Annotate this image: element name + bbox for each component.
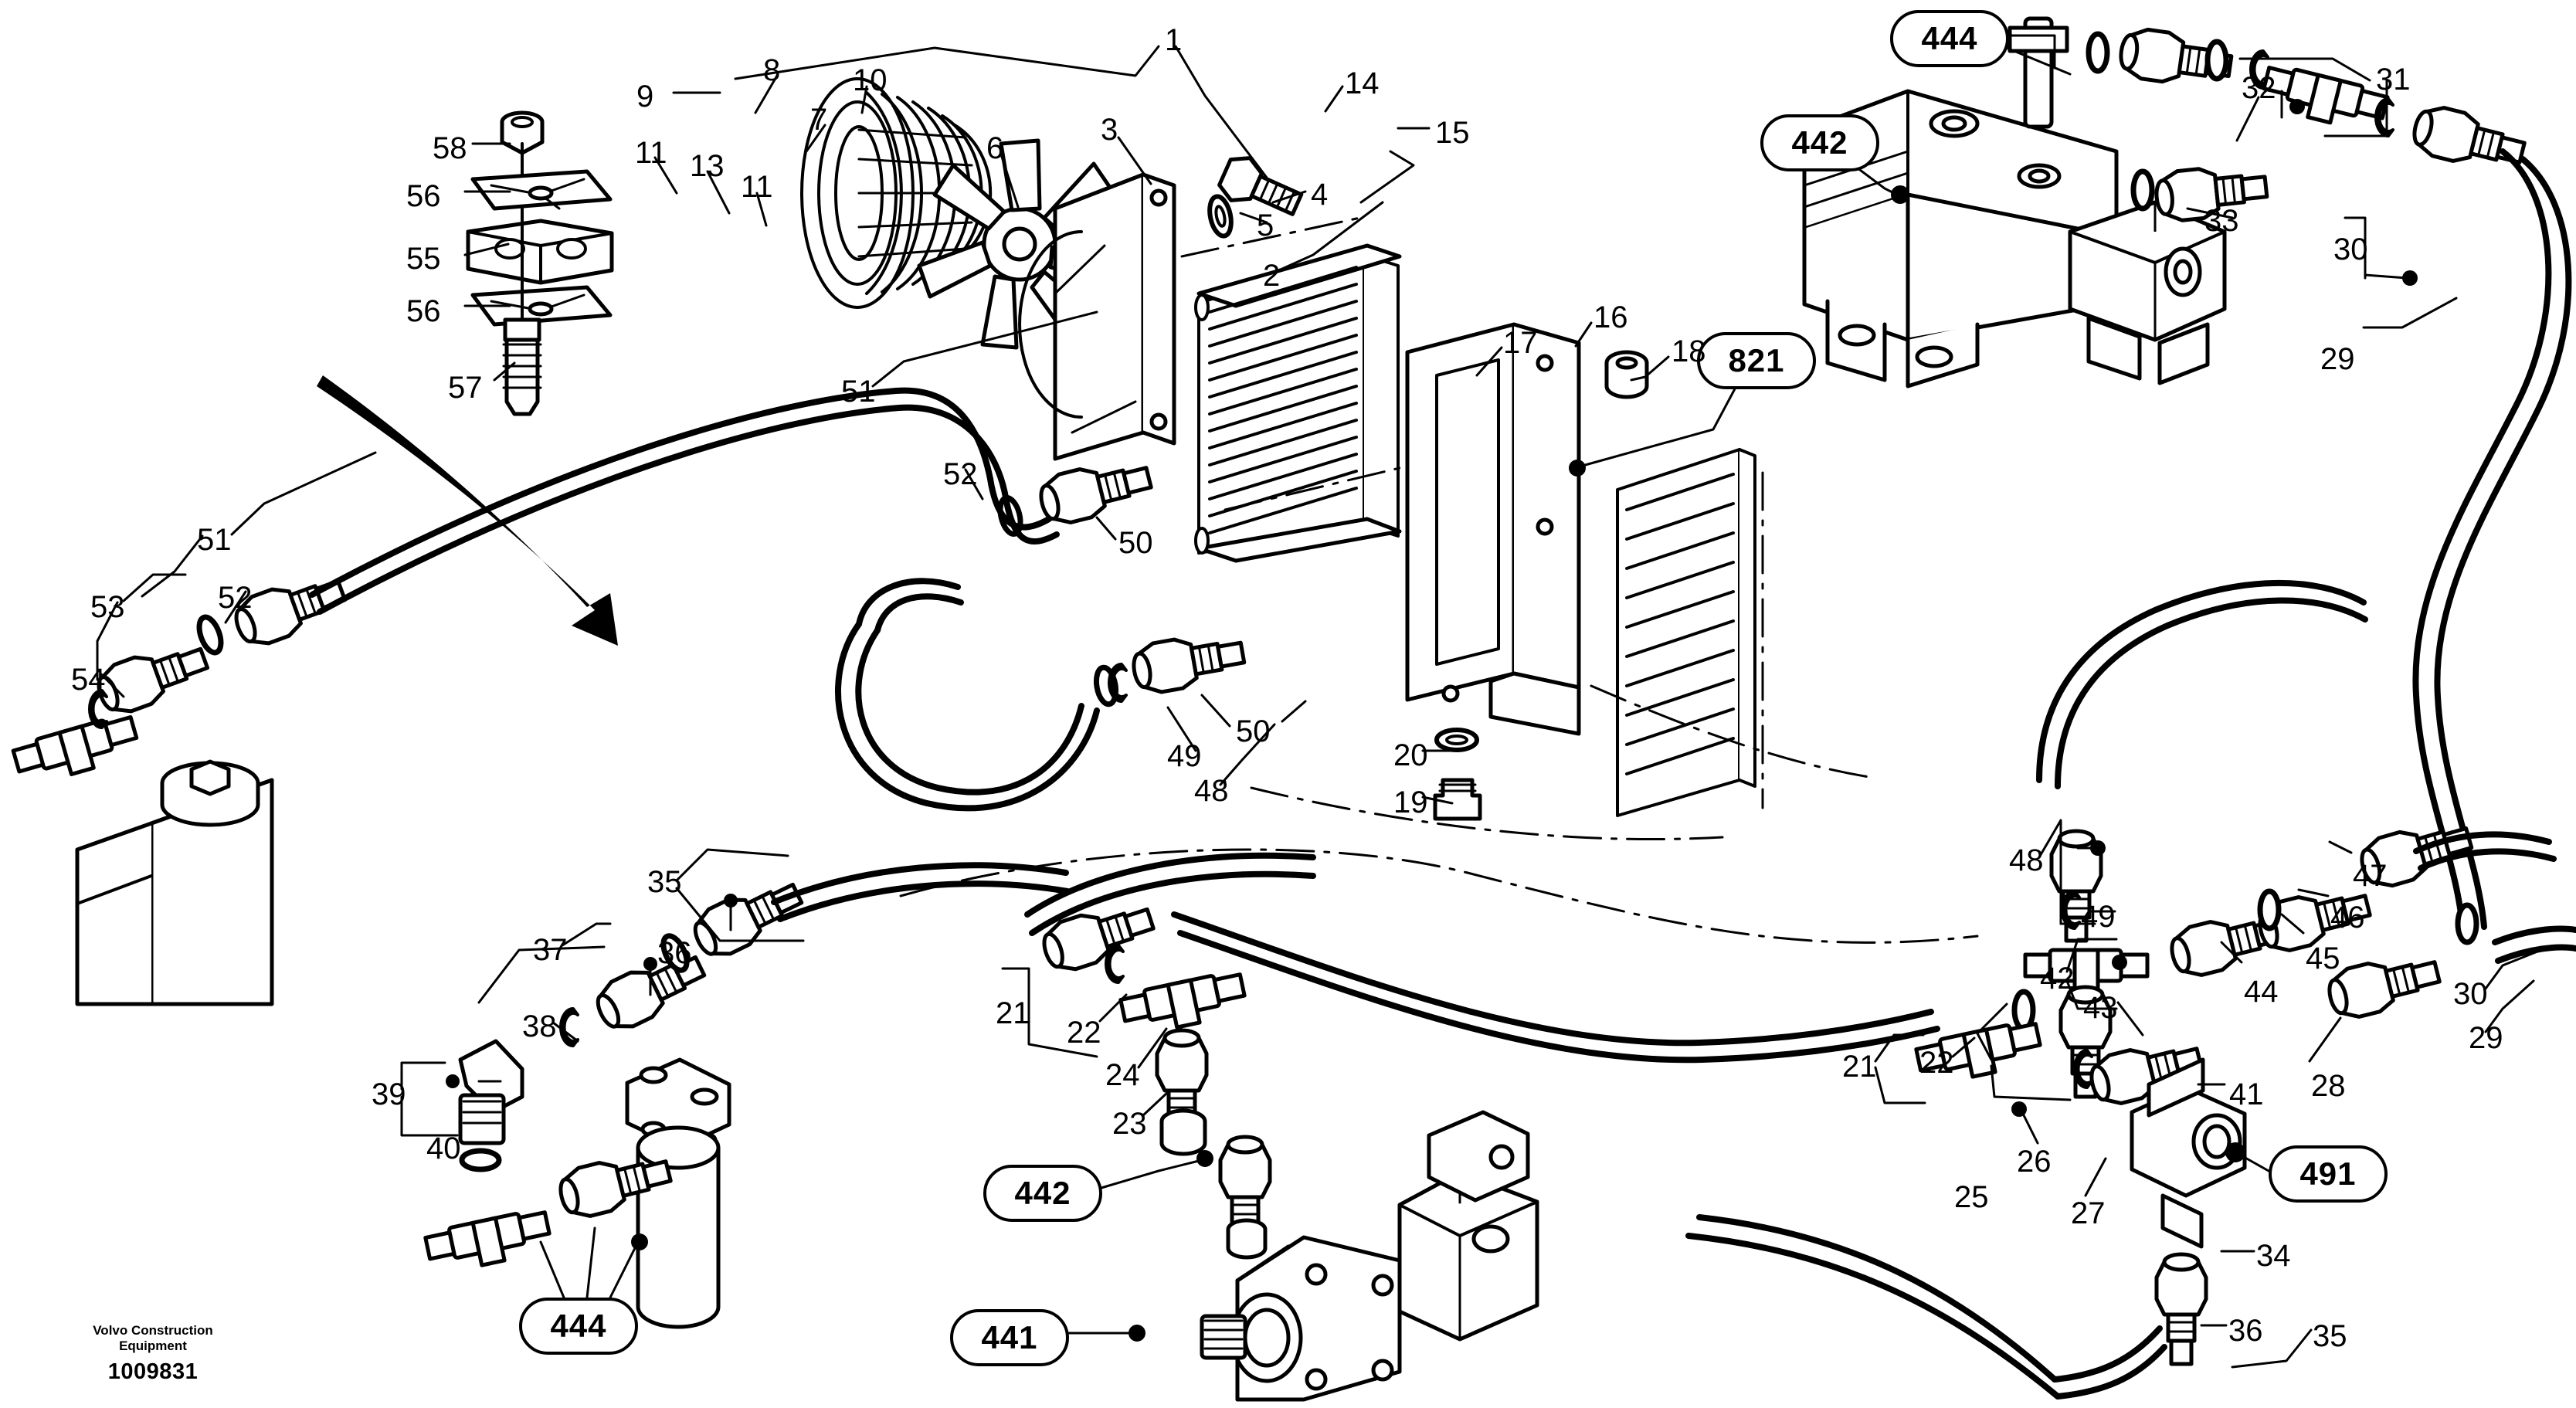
callout-number-10: 10 (853, 63, 888, 97)
callout-number-16: 16 (1593, 300, 1628, 334)
callout-number-2: 2 (1263, 259, 1281, 293)
callout-number-50: 50 (1118, 526, 1153, 560)
assembly-badge-444[interactable]: 444 (519, 1298, 638, 1355)
callout-number-11: 11 (635, 136, 667, 170)
callout-number-38: 38 (522, 1009, 557, 1043)
callout-number-37: 37 (533, 933, 568, 967)
callout-number-13: 13 (690, 149, 725, 183)
callout-number-50: 50 (1236, 714, 1271, 748)
drawing-part-number: 1009831 (107, 1359, 199, 1385)
callout-number-4: 4 (1311, 178, 1329, 212)
callout-number-15: 15 (1435, 116, 1470, 150)
callout-number-3: 3 (1101, 113, 1118, 147)
callout-number-26: 26 (2017, 1145, 2052, 1179)
callout-number-39: 39 (372, 1077, 406, 1111)
callout-number-43: 43 (2083, 991, 2118, 1025)
callout-number-22: 22 (1919, 1046, 1954, 1080)
callout-number-41: 41 (2229, 1077, 2264, 1111)
callout-number-30: 30 (2333, 232, 2368, 266)
callout-number-48: 48 (2009, 843, 2044, 877)
callout-number-36: 36 (2228, 1314, 2263, 1348)
callout-number-29: 29 (2469, 1021, 2503, 1055)
callout-number-58: 58 (433, 131, 467, 165)
callout-number-44: 44 (2244, 975, 2279, 1009)
callout-number-9: 9 (636, 80, 654, 114)
callout-number-28: 28 (2311, 1069, 2346, 1103)
callout-number-11: 11 (741, 170, 773, 204)
callout-number-21: 21 (1842, 1050, 1877, 1084)
callout-number-52: 52 (943, 457, 978, 491)
callout-number-35: 35 (647, 865, 682, 899)
callout-number-32: 32 (2242, 71, 2276, 105)
callout-number-8: 8 (763, 53, 781, 87)
brand-line-1: Volvo Construction (93, 1323, 213, 1338)
callout-number-19: 19 (1393, 785, 1428, 819)
assembly-badge-441[interactable]: 441 (950, 1309, 1069, 1366)
callout-number-21: 21 (996, 996, 1030, 1030)
callout-number-1: 1 (1165, 23, 1183, 57)
callout-number-34: 34 (2256, 1239, 2291, 1273)
callout-number-18: 18 (1672, 334, 1706, 368)
callout-number-33: 33 (2204, 204, 2239, 238)
brand-name: Volvo Construction Equipment (22, 1323, 284, 1353)
assembly-badge-442[interactable]: 442 (1760, 114, 1879, 171)
callout-number-17: 17 (1503, 326, 1538, 360)
callout-number-27: 27 (2071, 1196, 2106, 1230)
callout-number-49: 49 (2081, 900, 2116, 934)
callout-number-46: 46 (2330, 901, 2365, 935)
callout-number-7: 7 (810, 103, 828, 137)
brand-line-2: Equipment (119, 1338, 187, 1353)
assembly-badge-821[interactable]: 821 (1697, 332, 1816, 389)
callout-number-45: 45 (2306, 941, 2340, 975)
callout-number-56: 56 (406, 294, 441, 328)
callout-number-25: 25 (1954, 1180, 1989, 1214)
callout-number-55: 55 (406, 242, 441, 276)
callout-number-48: 48 (1194, 774, 1229, 808)
callout-number-36: 36 (657, 936, 692, 970)
assembly-badge-491[interactable]: 491 (2269, 1145, 2388, 1203)
callout-number-51: 51 (197, 523, 232, 557)
footer: Volvo Construction Equipment 1009831 (22, 1323, 284, 1385)
assembly-badge-442[interactable]: 442 (983, 1165, 1102, 1222)
callout-number-5: 5 (1257, 209, 1274, 243)
callout-number-54: 54 (71, 663, 106, 697)
callout-number-29: 29 (2320, 342, 2355, 376)
callout-number-30: 30 (2453, 977, 2488, 1011)
callout-number-52: 52 (218, 581, 253, 615)
assembly-badge-444[interactable]: 444 (1890, 10, 2009, 67)
callout-number-40: 40 (426, 1131, 461, 1165)
callout-number-53: 53 (90, 590, 125, 624)
callout-number-51: 51 (841, 375, 876, 409)
callout-number-23: 23 (1112, 1107, 1147, 1141)
callout-number-47: 47 (2353, 859, 2388, 893)
callout-number-56: 56 (406, 179, 441, 213)
callout-number-24: 24 (1105, 1058, 1140, 1092)
callout-number-57: 57 (448, 371, 483, 405)
callout-number-20: 20 (1393, 738, 1428, 772)
callout-number-31: 31 (2376, 63, 2411, 97)
callout-number-6: 6 (986, 131, 1004, 165)
callout-number-35: 35 (2313, 1319, 2347, 1353)
callout-number-42: 42 (2040, 962, 2075, 996)
callout-number-49: 49 (1167, 739, 1202, 773)
callout-number-22: 22 (1067, 1016, 1101, 1050)
callout-number-14: 14 (1345, 66, 1380, 100)
